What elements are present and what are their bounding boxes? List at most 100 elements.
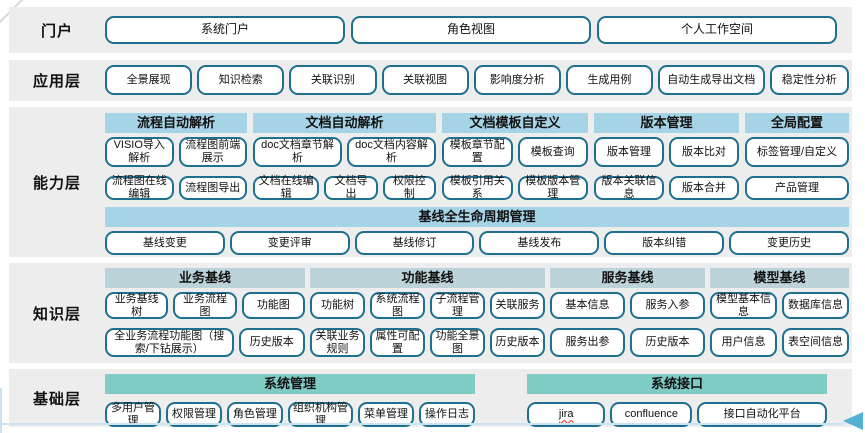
knowledge-group-service: 服务基线 基本信息 服务入参 服务出参 历史版本 — [550, 268, 705, 357]
knowledge-item: 关联业务规则 — [310, 328, 365, 357]
application-item: 知识检索 — [197, 65, 285, 95]
capability-item: 流程图前端展示 — [178, 137, 247, 167]
foundation-item: 多用户管理 — [105, 402, 161, 427]
group-header: 服务基线 — [550, 268, 705, 288]
knowledge-groups: 业务基线 业务基线树 业务流程图 功能图 全业务流程功能图（搜索/下钻展示） 历… — [105, 268, 849, 357]
knowledge-item: 模型基本信息 — [710, 292, 777, 319]
capability-group-global-config: 全局配置 标签管理/自定义 产品管理 — [745, 113, 849, 200]
application-item: 生成用例 — [565, 65, 654, 95]
knowledge-group-function: 功能基线 功能树 系统流程图 子流程管理 关联服务 关联业务规则 属性可配置 功… — [310, 268, 545, 357]
baseline-item: 基线修订 — [354, 231, 475, 255]
group-header: 系统管理 — [105, 374, 475, 394]
knowledge-item: 历史版本 — [490, 328, 545, 357]
layer-label-application: 应用层 — [32, 73, 81, 90]
baseline-item: 基线发布 — [479, 231, 600, 255]
knowledge-item: 业务基线树 — [105, 292, 169, 319]
capability-group-process-parse: 流程自动解析 VISIO导入解析 流程图前端展示 流程图在线编辑 流程图导出 — [105, 113, 247, 200]
capability-band: 能力层 流程自动解析 VISIO导入解析 流程图前端展示 流程图在线编辑 流程图… — [9, 107, 852, 257]
baseline-item: 变更历史 — [729, 231, 849, 255]
portal-button-row: 系统门户 角色视图 个人工作空间 — [105, 16, 837, 44]
group-header: 全局配置 — [745, 113, 849, 133]
capability-item: 版本比对 — [669, 137, 739, 167]
capability-group-doc-parse: 文档自动解析 doc文档章节解析 doc文档内容解析 文档在线编辑 文档导出 权… — [253, 113, 436, 200]
foundation-group-system-mgmt: 系统管理 多用户管理 权限管理 角色管理 组织机构管理 菜单管理 操作日志 — [105, 374, 475, 427]
knowledge-item: 功能图 — [241, 292, 305, 319]
application-item: 自动生成导出文档 — [658, 65, 765, 95]
foundation-item: 权限管理 — [165, 402, 222, 427]
knowledge-group-business: 业务基线 业务基线树 业务流程图 功能图 全业务流程功能图（搜索/下钻展示） 历… — [105, 268, 305, 357]
knowledge-item: 功能全景图 — [430, 328, 485, 357]
group-header: 流程自动解析 — [105, 113, 247, 133]
knowledge-item: 服务入参 — [630, 292, 705, 319]
baseline-item: 基线变更 — [105, 231, 225, 255]
group-header: 版本管理 — [594, 113, 739, 133]
capability-item: 产品管理 — [745, 176, 849, 200]
portal-item: 个人工作空间 — [597, 16, 837, 44]
knowledge-item: 用户信息 — [710, 328, 777, 357]
group-header: 文档自动解析 — [253, 113, 436, 133]
foundation-item: 角色管理 — [226, 402, 283, 427]
knowledge-item: 系统流程图 — [370, 292, 425, 319]
jira-label: jira — [558, 408, 574, 421]
group-header: 业务基线 — [105, 268, 305, 288]
knowledge-item: 属性可配置 — [370, 328, 425, 357]
portal-band: 门户 系统门户 角色视图 个人工作空间 — [9, 7, 852, 53]
group-header: 模型基线 — [710, 268, 849, 288]
knowledge-group-model: 模型基线 模型基本信息 数据库信息 用户信息 表空间信息 — [710, 268, 849, 357]
application-item: 影响度分析 — [473, 65, 561, 95]
jira-item: jira — [527, 402, 606, 427]
foundation-item: 接口自动化平台 — [697, 402, 827, 427]
knowledge-item: 基本信息 — [550, 292, 625, 319]
layer-label-capability: 能力层 — [32, 174, 81, 192]
capability-group-version: 版本管理 版本管理 版本比对 版本关联信息 版本合并 — [594, 113, 739, 200]
capability-item: 流程图在线编辑 — [105, 175, 174, 200]
capability-item: 版本合并 — [669, 176, 739, 200]
portal-item: 系统门户 — [105, 16, 345, 44]
capability-item: 权限控制 — [382, 175, 436, 200]
knowledge-item: 子流程管理 — [430, 292, 485, 319]
capability-group-template: 文档模板自定义 模板章节配置 模板查询 模板引用关系 模板版本管理 — [442, 113, 588, 200]
knowledge-item: 关联服务 — [490, 292, 545, 319]
application-button-row: 全景展现 知识检索 关联识别 关联视图 影响度分析 生成用例 自动生成导出文档 … — [105, 65, 849, 95]
foundation-item: 菜单管理 — [358, 402, 415, 427]
capability-item: 版本关联信息 — [594, 175, 664, 200]
layer-label-portal: 门户 — [40, 22, 73, 40]
capability-item: doc文档内容解析 — [347, 137, 436, 167]
baseline-button-row: 基线变更 变更评审 基线修订 基线发布 版本纠错 变更历史 — [105, 231, 849, 255]
foundation-item: 操作日志 — [419, 402, 475, 427]
capability-item: 标签管理/自定义 — [745, 137, 849, 167]
knowledge-item: 历史版本 — [630, 328, 705, 357]
capability-item: 模板版本管理 — [517, 175, 588, 200]
capability-groups: 流程自动解析 VISIO导入解析 流程图前端展示 流程图在线编辑 流程图导出 文… — [105, 113, 849, 200]
capability-item: doc文档章节解析 — [253, 137, 342, 167]
application-item: 关联识别 — [289, 65, 377, 95]
knowledge-item: 表空间信息 — [782, 328, 849, 357]
knowledge-item: 历史版本 — [238, 328, 305, 357]
knowledge-item: 功能树 — [310, 292, 365, 319]
knowledge-band: 知识层 业务基线 业务基线树 业务流程图 功能图 全业务流程功能图（搜索/下钻展… — [9, 263, 852, 363]
application-item: 关联视图 — [381, 65, 469, 95]
capability-item: 模板引用关系 — [442, 175, 513, 200]
knowledge-item: 服务出参 — [550, 328, 625, 357]
capability-item: 流程图导出 — [178, 176, 247, 200]
knowledge-item: 业务流程图 — [173, 292, 237, 319]
layer-label-knowledge: 知识层 — [32, 305, 81, 323]
left-arrow-icon — [843, 412, 863, 430]
baseline-item: 版本纠错 — [604, 231, 725, 255]
capability-item: VISIO导入解析 — [105, 137, 174, 167]
capability-item: 文档在线编辑 — [253, 175, 320, 200]
capability-item: 版本管理 — [594, 137, 664, 167]
capability-item: 文档导出 — [324, 175, 378, 200]
group-header: 系统接口 — [527, 374, 827, 394]
capability-item: 模板查询 — [517, 137, 588, 167]
foundation-item: 组织机构管理 — [287, 402, 354, 427]
knowledge-item: 全业务流程功能图（搜索/下钻展示） — [105, 328, 234, 357]
portal-item: 角色视图 — [351, 16, 591, 44]
layer-label-foundation: 基础层 — [32, 390, 81, 408]
bottom-accent-line — [0, 423, 845, 425]
foundation-band: 基础层 系统管理 多用户管理 权限管理 角色管理 组织机构管理 菜单管理 操作日… — [9, 369, 852, 427]
baseline-item: 变更评审 — [229, 231, 350, 255]
group-header: 功能基线 — [310, 268, 545, 288]
knowledge-item: 数据库信息 — [782, 292, 849, 319]
